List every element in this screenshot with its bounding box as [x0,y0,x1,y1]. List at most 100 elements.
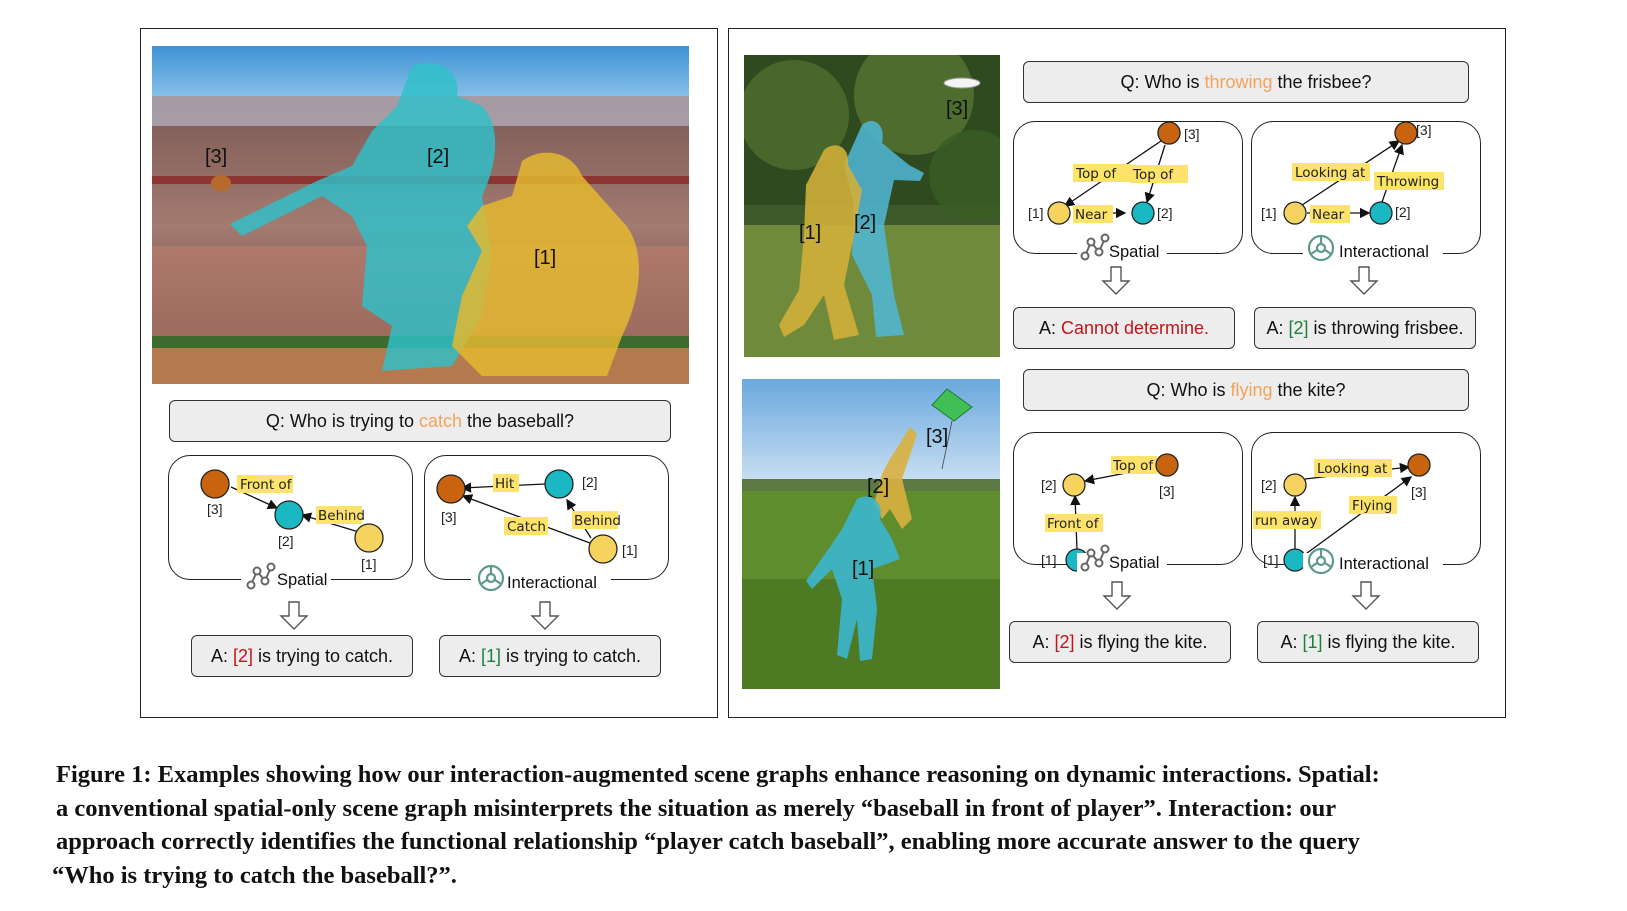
node-label-3: [3] [1184,126,1200,142]
node-batter [544,469,574,499]
node-baseball [200,469,230,499]
down-arrow-icon [279,601,309,630]
baseball-example-panel: [3] [2] [1] Q: Who is trying to catch th… [140,28,718,718]
edge-run-away: run away [1255,513,1318,529]
question-prefix: Q: Who is [1120,71,1205,92]
left-graphs: Front of Behind [3] [2] [1] Spatial [141,29,719,719]
question-suffix: the kite? [1272,379,1346,400]
node-frisbee [1394,121,1418,145]
node-kite [1407,453,1431,477]
frisbee-kite-panel: [3] [1] [2] [3] [2] [1] [728,28,1506,718]
answer-suffix: is trying to catch. [252,645,394,666]
baseball-photo: [3] [2] [1] [152,46,689,384]
node-child1 [1283,548,1307,572]
question-suffix: the baseball? [461,410,575,431]
answer-box-frisbee-spatial: A: Cannot determine. [1013,307,1235,349]
photo-label-batter: [2] [427,146,449,168]
answer-prefix: A: [1032,631,1055,652]
node-label-1: [1] [1263,552,1279,568]
node-child2 [1283,473,1307,497]
spatial-graph: Front of Behind [3] [2] [1] Spatial [200,469,384,591]
answer-prefix: A: [1280,631,1303,652]
node-label-2: [2] [1041,477,1057,493]
question-suffix: the frisbee? [1272,71,1372,92]
answer-ref-wrong: Cannot determine. [1060,317,1210,338]
answer-prefix: A: [1266,317,1289,338]
answer-prefix: A: [210,645,233,666]
answer-box-kite-interactional: A: [1] is flying the kite. [1257,621,1479,663]
down-arrow-icon [1349,266,1379,295]
spatial-graph-icon [1080,544,1110,572]
answer-box-interactional: A: [1] is trying to catch. [439,635,661,677]
question-highlight: throwing [1204,71,1273,92]
photo-label-catcher: [1] [534,247,556,269]
node-label-2: [2] [582,474,598,490]
interactional-graph: Hit Catch Behind [3] [2] [1] Interaction… [436,469,638,592]
edge-throwing: Throwing [1376,174,1439,190]
spatial-graph-icon [246,562,276,590]
question-highlight: catch [418,410,462,431]
spatial-graph-title: Spatial [1109,554,1159,572]
answer-ref-correct: [1] [480,645,501,666]
node-label-3: [3] [1159,483,1175,499]
right-graphs: Top of Top of Near [3] [1] [2] Spatial [729,29,1507,719]
answer-suffix: is flying the kite. [1322,631,1456,652]
caption-line: a conventional spatial-only scene graph … [56,794,1337,822]
interactional-graph-icon [1307,547,1335,575]
node-label-3: [3] [207,501,223,517]
node-label-3: [3] [441,509,457,525]
node-player1 [1047,201,1071,225]
photo-label-frisbee: [3] [946,98,968,120]
figure-caption: Figure 1: Examples showing how our inter… [52,758,1596,892]
node-label-1: [1] [1041,552,1057,568]
edge-behind: Behind [318,508,365,524]
photo-label-child2: [2] [867,476,889,498]
node-catcher [354,523,384,553]
caption-line: approach correctly identifies the functi… [56,828,1360,855]
caption-line: “Who is trying to catch the baseball?”. [52,861,457,889]
node-label-1: [1] [361,556,377,572]
node-catcher [588,534,618,564]
answer-prefix: A: [1038,317,1061,338]
question-prefix: Q: Who is [1146,379,1231,400]
answer-ref-wrong: [2] [232,645,253,666]
answer-suffix: is throwing frisbee. [1308,317,1464,338]
edge-behind: Behind [574,513,621,529]
interactional-graph-frisbee: Looking at Throwing Near [3] [1] [2] Int… [1261,121,1444,263]
node-child2 [1062,473,1086,497]
interactional-graph-title: Interactional [1339,555,1429,573]
interactional-graph-title: Interactional [1339,243,1429,261]
interactional-graph-kite: Looking at Flying run away [2] [3] [1] I… [1253,453,1443,575]
edge-looking-at: Looking at [1317,461,1387,477]
node-label-1: [1] [622,542,638,558]
answer-prefix: A: [458,645,481,666]
node-baseball [436,474,466,504]
frisbee-photo: [3] [1] [2] [744,55,1000,357]
spatial-graph-kite: Top of Front of [2] [3] [1] Spatial [1041,453,1179,575]
answer-suffix: is flying the kite. [1074,631,1208,652]
edge-near: Near [1312,207,1345,223]
spatial-graph-title: Spatial [1109,243,1159,261]
edge-looking-at: Looking at [1295,165,1365,181]
down-arrow-icon [530,601,560,630]
question-box-frisbee: Q: Who is throwing the frisbee? [1023,61,1469,103]
question-prefix: Q: Who is trying to [265,410,419,431]
node-label-2: [2] [1261,477,1277,493]
node-player2 [1369,201,1393,225]
edge-hit: Hit [495,476,514,492]
edge-front-of: Front of [1047,516,1100,532]
answer-ref-correct: [1] [1302,631,1323,652]
edge-top-of: Top of [1075,166,1117,182]
spatial-graph-title: Spatial [277,571,327,589]
photo-label-player2: [2] [854,212,876,234]
photo-label-kite: [3] [926,426,948,448]
node-label-1: [1] [1028,205,1044,221]
node-kite [1155,453,1179,477]
spatial-graph-icon [1080,233,1110,261]
down-arrow-icon [1351,581,1381,610]
question-box-kite: Q: Who is flying the kite? [1023,369,1469,411]
node-label-2: [2] [1157,205,1173,221]
edge-top-of: Top of [1112,458,1154,474]
spatial-graph-box-kite [1013,432,1243,565]
question-box: Q: Who is trying to catch the baseball? [169,400,671,442]
